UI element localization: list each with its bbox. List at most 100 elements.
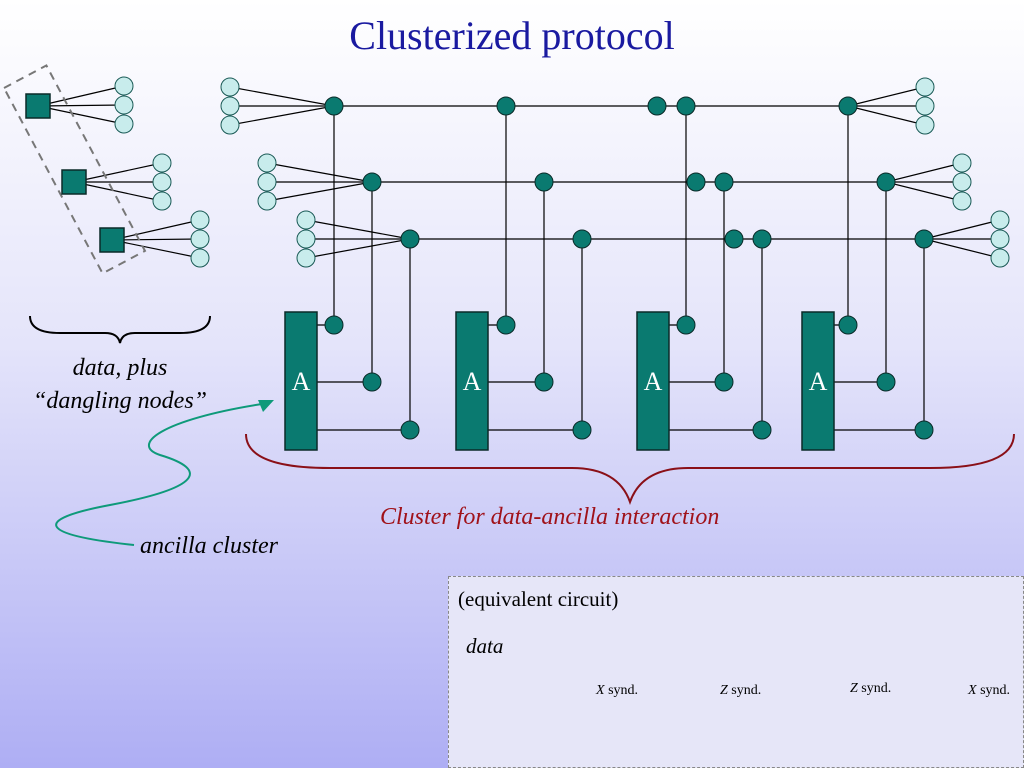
ancilla-box-101 [801,311,835,451]
data-caption-line1: data, plus [72,355,168,381]
fan-edge-54 [305,238,411,259]
fan-edge-20 [111,239,201,259]
syndrome-label-1: X synd. [596,683,638,699]
cluster-node-88 [324,315,344,335]
dangling-node-29 [220,115,240,135]
syndrome-op-4: X [968,683,977,698]
fan-edge-30 [847,86,926,107]
fan-edge-41 [266,181,373,202]
data-node-square-22 [99,227,125,253]
dangling-node-55 [296,248,316,268]
dangling-node-14 [152,191,172,211]
cluster-node-108 [647,96,667,116]
cluster-node-98 [676,315,696,335]
cluster-node-105 [914,420,934,440]
syndrome-label-2: Z synd. [720,683,761,699]
fan-edge-28 [229,105,335,126]
cluster-node-100 [752,420,772,440]
dangling-node-61 [990,248,1010,268]
cluster-node-115 [876,172,896,192]
dangling-node-40 [257,172,277,192]
data-caption-line2: “dangling nodes” [32,388,208,414]
cluster-node-112 [534,172,554,192]
syndrome-text-3: synd. [861,681,892,696]
fan-edge-13 [73,181,163,202]
fan-edge-43 [885,162,963,183]
cluster-node-109 [676,96,696,116]
dangling-node-46 [952,172,972,192]
dangling-node-12 [152,172,172,192]
dangling-node-44 [952,153,972,173]
fan-edge-60 [923,238,1001,259]
fan-edge-2 [37,85,125,107]
ancilla-box-86 [284,311,318,451]
fan-edge-6 [37,105,125,125]
circuit-data-label: data [466,634,504,658]
dangling-node-48 [952,191,972,211]
dangling-node-31 [915,77,935,97]
cluster-node-119 [752,229,772,249]
cluster-node-116 [400,229,420,249]
dangling-node-53 [296,229,316,249]
cluster-node-106 [324,96,344,116]
ancilla-arrowhead-124 [258,400,274,412]
syndrome-label-4: X synd. [968,683,1010,699]
dangling-node-51 [296,210,316,230]
ancilla-box-label-92: A [463,367,482,396]
syndrome-op-3: Z [850,681,858,696]
fan-edge-47 [885,181,963,202]
equivalent-circuit-title: (equivalent circuit) [458,587,619,611]
data-node-square-15 [61,169,87,195]
data-brace-121 [29,315,211,344]
ancilla-box-label-102: A [809,367,828,396]
cluster-node-118 [724,229,744,249]
syndrome-text-1: synd. [608,683,639,698]
fan-edge-9 [73,162,163,183]
interaction-cluster-label: Cluster for data-ancilla interaction [380,504,720,530]
dangling-node-38 [257,153,277,173]
fan-edge-4 [37,104,125,107]
dangling-node-33 [915,96,935,116]
cluster-node-107 [496,96,516,116]
syndrome-text-4: synd. [980,683,1011,698]
syndrome-text-2: synd. [731,683,762,698]
cluster-node-89 [362,372,382,392]
dangling-node-25 [220,77,240,97]
syndrome-label-3: Z synd. [850,681,891,697]
syndrome-op-2: Z [720,683,728,698]
cluster-node-104 [876,372,896,392]
page-title: Clusterized protocol [349,13,675,58]
dangling-node-10 [152,153,172,173]
dangling-node-57 [990,210,1010,230]
cluster-node-110 [838,96,858,116]
fan-edge-16 [111,219,201,241]
dangling-node-59 [990,229,1010,249]
data-caption: data, plus “dangling nodes” [0,352,240,418]
ancilla-box-label-87: A [292,367,311,396]
dangling-node-3 [114,76,134,96]
cluster-node-117 [572,229,592,249]
cluster-node-93 [496,315,516,335]
dangling-node-17 [190,210,210,230]
fan-edge-24 [229,86,335,107]
cluster-node-120 [914,229,934,249]
cluster-node-95 [572,420,592,440]
cluster-node-111 [362,172,382,192]
fan-edge-50 [305,219,411,240]
data-group-outline-1 [2,64,147,275]
equivalent-circuit-panel [448,576,1024,768]
syndrome-op-1: X [596,683,605,698]
cluster-node-94 [534,372,554,392]
fan-edge-18 [111,238,201,241]
ancilla-arrow-123 [55,403,263,546]
dangling-node-7 [114,114,134,134]
fan-edge-37 [266,162,373,183]
dangling-node-21 [190,248,210,268]
data-node-square-8 [25,93,51,119]
dangling-node-42 [257,191,277,211]
dangling-node-35 [915,115,935,135]
ancilla-box-91 [455,311,489,451]
dangling-node-19 [190,229,210,249]
cluster-node-114 [714,172,734,192]
cluster-node-113 [686,172,706,192]
